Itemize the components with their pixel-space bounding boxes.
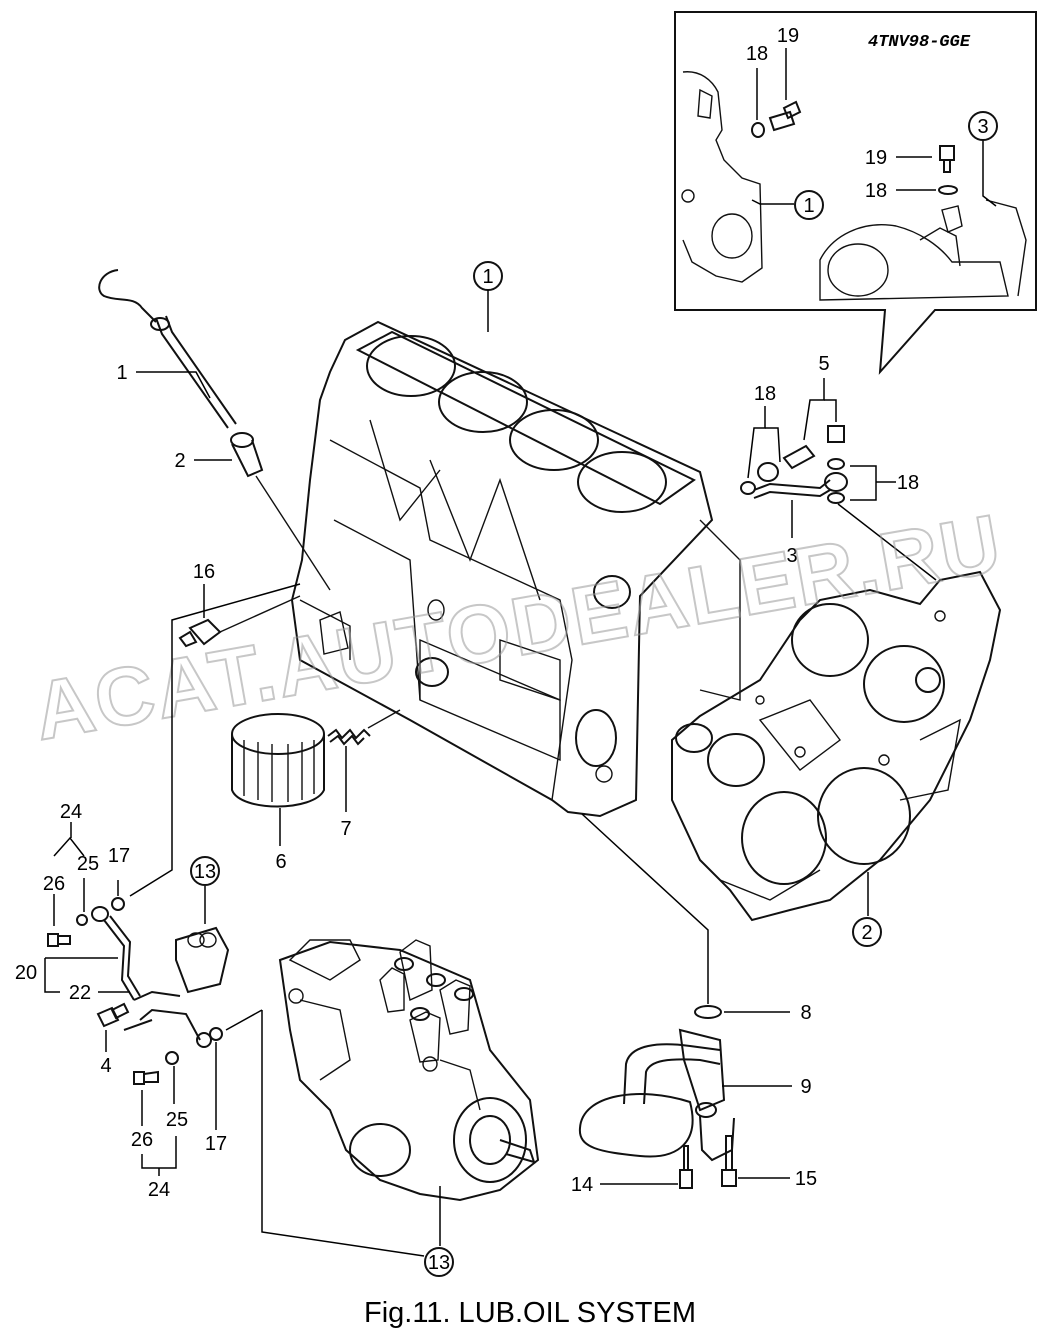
inset-circled-3-label: 3 xyxy=(977,116,988,138)
inset-callout-18b: 18 xyxy=(865,180,887,202)
callout-18b: 18 xyxy=(897,472,919,494)
callout-2: 2 xyxy=(174,450,185,472)
circled-13-bottom-label: 13 xyxy=(428,1252,450,1274)
callout-25b: 25 xyxy=(166,1109,188,1131)
bolt-26-top xyxy=(47,933,71,947)
washer-17-top xyxy=(111,897,125,911)
gear-case-cover xyxy=(671,570,1002,922)
circled-13-top xyxy=(190,856,220,886)
circled-2-cover-label: 2 xyxy=(861,922,872,944)
o-ring xyxy=(694,1005,722,1019)
callout-22: 22 xyxy=(69,982,91,1004)
callout-26a: 26 xyxy=(43,873,65,895)
callout-24a: 24 xyxy=(60,801,82,823)
inset-callout-19a: 19 xyxy=(777,25,799,47)
callout-8: 8 xyxy=(800,1002,811,1024)
circled-1-block-label: 1 xyxy=(482,266,493,288)
inset-washer-top xyxy=(751,122,765,138)
callout-18a: 18 xyxy=(754,383,776,405)
dipstick xyxy=(98,269,237,429)
callout-15: 15 xyxy=(795,1168,817,1190)
callout-4: 4 xyxy=(100,1055,111,1077)
circled-2-cover xyxy=(852,917,882,947)
figure-caption: Fig.11. LUB.OIL SYSTEM xyxy=(364,1297,696,1329)
oil-pipe-assembly xyxy=(740,425,848,504)
oil-strainer xyxy=(578,1028,735,1162)
callout-9: 9 xyxy=(800,1076,811,1098)
circled-13-bottom xyxy=(424,1247,454,1277)
washer-17-bottom xyxy=(209,1027,223,1041)
callout-26b: 26 xyxy=(131,1129,153,1151)
inset-block-sketch xyxy=(681,71,1027,301)
inset-circled-1-label: 1 xyxy=(803,195,814,217)
cylinder-block xyxy=(290,320,741,818)
washer-25-bottom xyxy=(165,1051,179,1065)
callout-7: 7 xyxy=(340,818,351,840)
callout-20: 20 xyxy=(15,962,37,984)
callout-16: 16 xyxy=(193,561,215,583)
callout-6: 6 xyxy=(275,851,286,873)
callout-14: 14 xyxy=(571,1174,593,1196)
fuel-injection-pump xyxy=(278,939,540,1202)
watermark: ACAT.AUTODEALER.RU xyxy=(27,498,1008,758)
strainer-bolt-15 xyxy=(721,1135,737,1187)
inset-callout-18a: 18 xyxy=(746,43,768,65)
callout-25a: 25 xyxy=(77,853,99,875)
inset-washer-right xyxy=(938,185,958,195)
dipstick-guide xyxy=(230,432,331,591)
callout-24b: 24 xyxy=(148,1179,170,1201)
callout-5: 5 xyxy=(818,353,829,375)
inset-callout-19b: 19 xyxy=(865,147,887,169)
callout-1: 1 xyxy=(116,362,127,384)
relief-spring xyxy=(327,709,401,746)
bolt-26-bottom xyxy=(133,1070,159,1085)
callout-17b: 17 xyxy=(205,1133,227,1155)
inset-title: 4TNV98-GGE xyxy=(868,33,971,52)
inset-bolt-right xyxy=(939,145,955,173)
inset-circled-1 xyxy=(794,190,824,220)
inset-bolt-top xyxy=(768,100,802,132)
washer-25-top xyxy=(76,914,88,926)
callout-3: 3 xyxy=(786,545,797,567)
bolt-4 xyxy=(96,1002,130,1028)
inset-panel: 4TNV98-GGE 18 19 xyxy=(674,11,1037,375)
circled-13-top-label: 13 xyxy=(194,861,216,883)
callout-17a: 17 xyxy=(108,845,130,867)
pump-oil-line xyxy=(91,906,230,1048)
inset-circled-3 xyxy=(968,111,998,141)
oil-filter xyxy=(231,713,325,808)
oil-pressure-switch xyxy=(178,595,301,648)
strainer-bolt-14 xyxy=(679,1145,693,1189)
